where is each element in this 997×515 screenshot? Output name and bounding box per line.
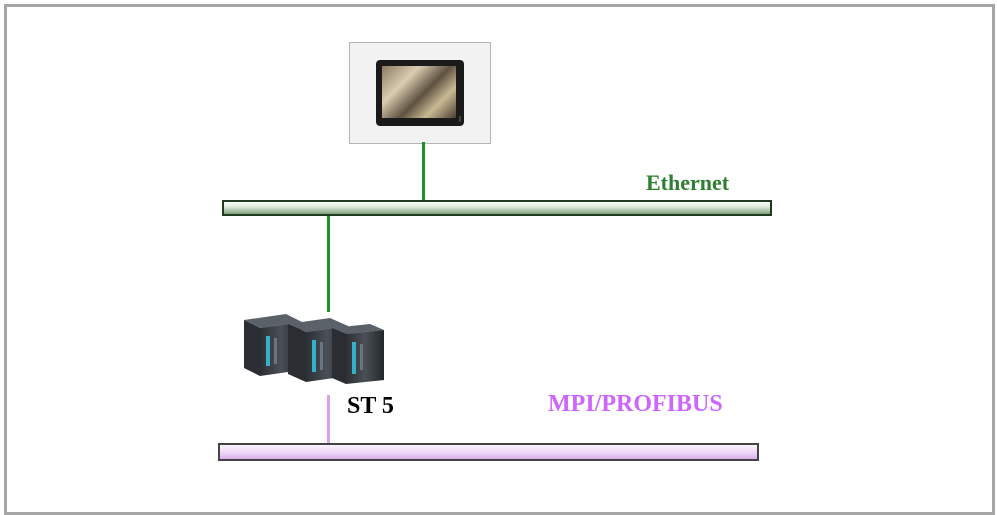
mpi-profibus-label: MPI/PROFIBUS: [548, 391, 723, 417]
plc-label: ST 5: [347, 393, 394, 419]
hmi-panel-icon: [349, 42, 491, 144]
plc-module-1: [244, 314, 302, 328]
plc-module-2: [288, 318, 348, 332]
plc-module-3: [332, 324, 384, 334]
plc-mpi-link: [327, 395, 330, 445]
hmi-ethernet-link: [422, 142, 425, 202]
hmi-indicator: [459, 116, 461, 122]
plc-ethernet-link: [327, 216, 330, 312]
plc-rack-icon: [244, 314, 384, 384]
hmi-screen: [382, 66, 456, 118]
ethernet-bus: [222, 200, 772, 216]
mpi-profibus-bus: [218, 443, 759, 461]
diagram-frame: [4, 4, 995, 515]
ethernet-label: Ethernet: [646, 170, 730, 195]
hmi-bezel: [376, 60, 464, 126]
